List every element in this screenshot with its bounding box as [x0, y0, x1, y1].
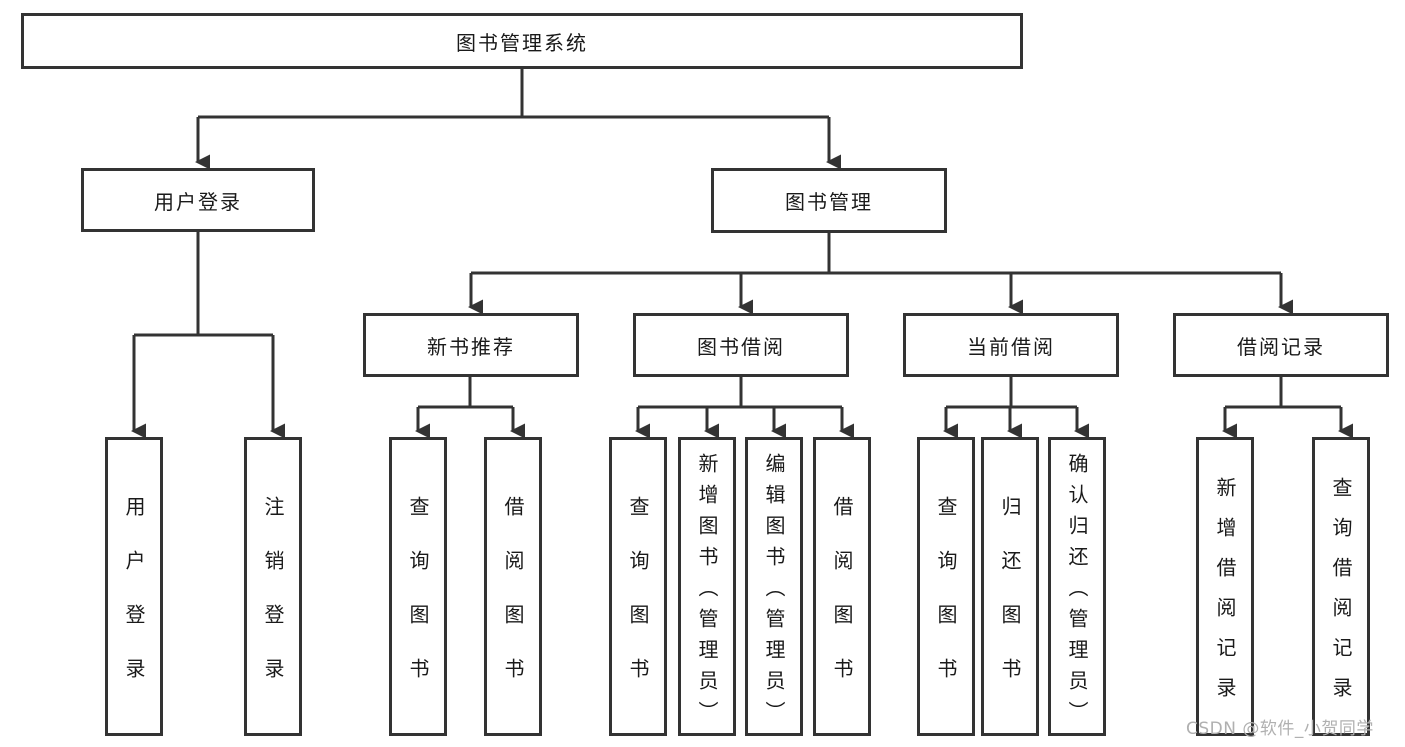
node-book-management-label: 图书管理: [785, 190, 873, 214]
node-borrow-records: 借阅记录: [1173, 313, 1389, 377]
node-return-book: 归还图书: [981, 437, 1039, 736]
node-user-login: 用户登录: [81, 168, 315, 232]
node-borrow-books-recommend: 借阅图书: [484, 437, 542, 736]
node-borrow-books-borrow: 借阅图书: [813, 437, 871, 736]
node-query-books-recommend: 查询图书: [389, 437, 447, 736]
connector-current-borrow-to-leaves: [943, 377, 1089, 439]
node-query-borrow-record: 查询借阅记录: [1312, 437, 1370, 736]
connector-book-management-to-level3: [468, 233, 1293, 315]
node-add-borrow-record-label: 新增借阅记录: [1213, 476, 1237, 717]
node-query-books-current-label: 查询图书: [934, 495, 958, 712]
node-query-borrow-record-label: 查询借阅记录: [1329, 476, 1353, 717]
node-query-books-borrow: 查询图书: [609, 437, 667, 736]
node-book-management: 图书管理: [711, 168, 947, 233]
connector-root-to-level2: [195, 69, 841, 170]
connector-book-borrow-to-leaves: [635, 377, 854, 439]
node-query-books-recommend-label: 查询图书: [406, 495, 430, 712]
node-borrow-records-label: 借阅记录: [1237, 334, 1325, 359]
node-current-borrow: 当前借阅: [903, 313, 1119, 377]
node-confirm-return-admin-label: 确认归还（管理员）: [1065, 452, 1089, 732]
connector-new-book-recommend-to-leaves: [415, 377, 525, 439]
node-borrow-books-borrow-label: 借阅图书: [830, 495, 854, 712]
node-user-login-label: 用户登录: [154, 189, 242, 214]
node-query-books-borrow-label: 查询图书: [626, 495, 650, 712]
node-add-borrow-record: 新增借阅记录: [1196, 437, 1254, 736]
node-user-login-action-label: 用户登录: [122, 495, 146, 712]
connector-borrow-records-to-leaves: [1222, 377, 1353, 439]
node-edit-book-admin: 编辑图书（管理员）: [745, 437, 803, 736]
node-add-book-admin-label: 新增图书（管理员）: [695, 452, 719, 732]
node-book-borrow-label: 图书借阅: [697, 334, 785, 359]
node-query-books-current: 查询图书: [917, 437, 975, 736]
node-new-book-recommend: 新书推荐: [363, 313, 579, 377]
watermark: CSDN @软件_小贺同学: [1186, 719, 1374, 739]
node-logout: 注销登录: [244, 437, 302, 736]
node-logout-label: 注销登录: [261, 495, 285, 712]
node-root-label: 图书管理系统: [456, 30, 588, 55]
node-new-book-recommend-label: 新书推荐: [427, 334, 515, 359]
node-confirm-return-admin: 确认归还（管理员）: [1048, 437, 1106, 736]
node-return-book-label: 归还图书: [998, 495, 1022, 712]
node-book-borrow: 图书借阅: [633, 313, 849, 377]
node-current-borrow-label: 当前借阅: [967, 334, 1055, 359]
node-root: 图书管理系统: [21, 13, 1023, 69]
node-edit-book-admin-label: 编辑图书（管理员）: [762, 452, 786, 732]
connector-user-login-to-leaves: [131, 232, 285, 439]
node-add-book-admin: 新增图书（管理员）: [678, 437, 736, 736]
node-user-login-action: 用户登录: [105, 437, 163, 736]
node-borrow-books-recommend-label: 借阅图书: [501, 495, 525, 712]
